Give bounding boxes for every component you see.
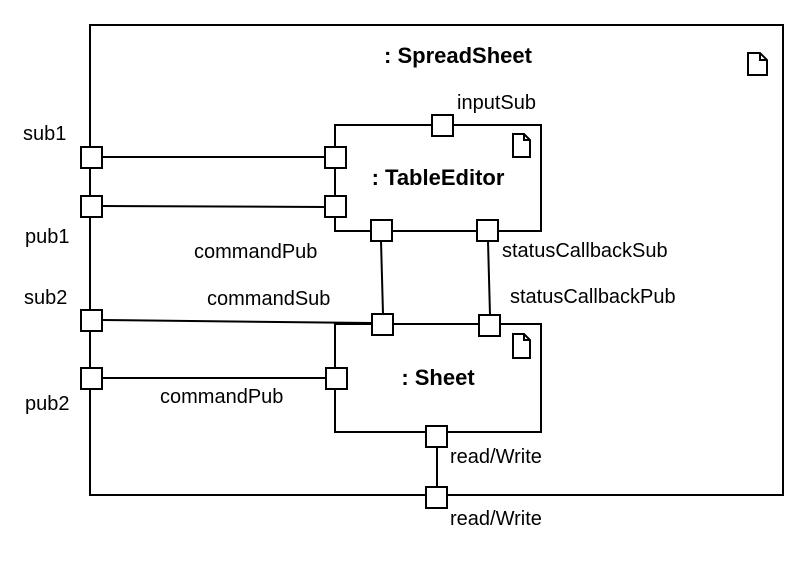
connector-status-callback [487,240,491,316]
label-command-sub: commandSub [207,288,330,310]
label-sub2: sub2 [24,287,67,309]
label-status-callback-sub: statusCallbackSub [502,240,668,262]
label-pub2: pub2 [25,393,70,415]
port-sheet-read-write [425,425,448,448]
port-sub2 [80,309,103,332]
port-sheet-command-pub [325,367,348,390]
connector-pub1 [101,205,326,208]
label-sheet-read-write: read/Write [450,446,542,468]
label-sub1: sub1 [23,123,66,145]
table-editor-title: : TableEditor [372,165,505,190]
port-table-editor-command-pub [370,219,393,242]
spreadsheet-title: : SpreadSheet [384,43,533,68]
label-spreadsheet-read-write: read/Write [450,508,542,530]
label-table-editor-command-pub: commandPub [194,241,317,263]
table-editor-document-icon [512,133,531,158]
label-input-sub: inputSub [457,92,536,114]
port-pub1 [80,195,103,218]
label-status-callback-pub: statusCallbackPub [510,286,676,308]
sheet-document-icon [512,333,531,359]
connector-sub2 [101,319,372,324]
label-pub1: pub1 [25,226,70,248]
port-table-editor-left-top [324,146,347,169]
sheet-component [334,323,542,433]
port-sheet-command-sub [371,313,394,336]
sheet-title: : Sheet [401,365,475,390]
port-table-editor-status-callback-sub [476,219,499,242]
port-table-editor-input-sub [431,114,454,137]
port-sheet-status-callback-pub [478,314,501,337]
port-sub1 [80,146,103,169]
port-table-editor-left-bottom [324,195,347,218]
spreadsheet-document-icon [747,52,768,76]
connector-command [380,240,384,315]
label-sheet-command-pub: commandPub [160,386,283,408]
port-spreadsheet-read-write [425,486,448,509]
port-pub2 [80,367,103,390]
